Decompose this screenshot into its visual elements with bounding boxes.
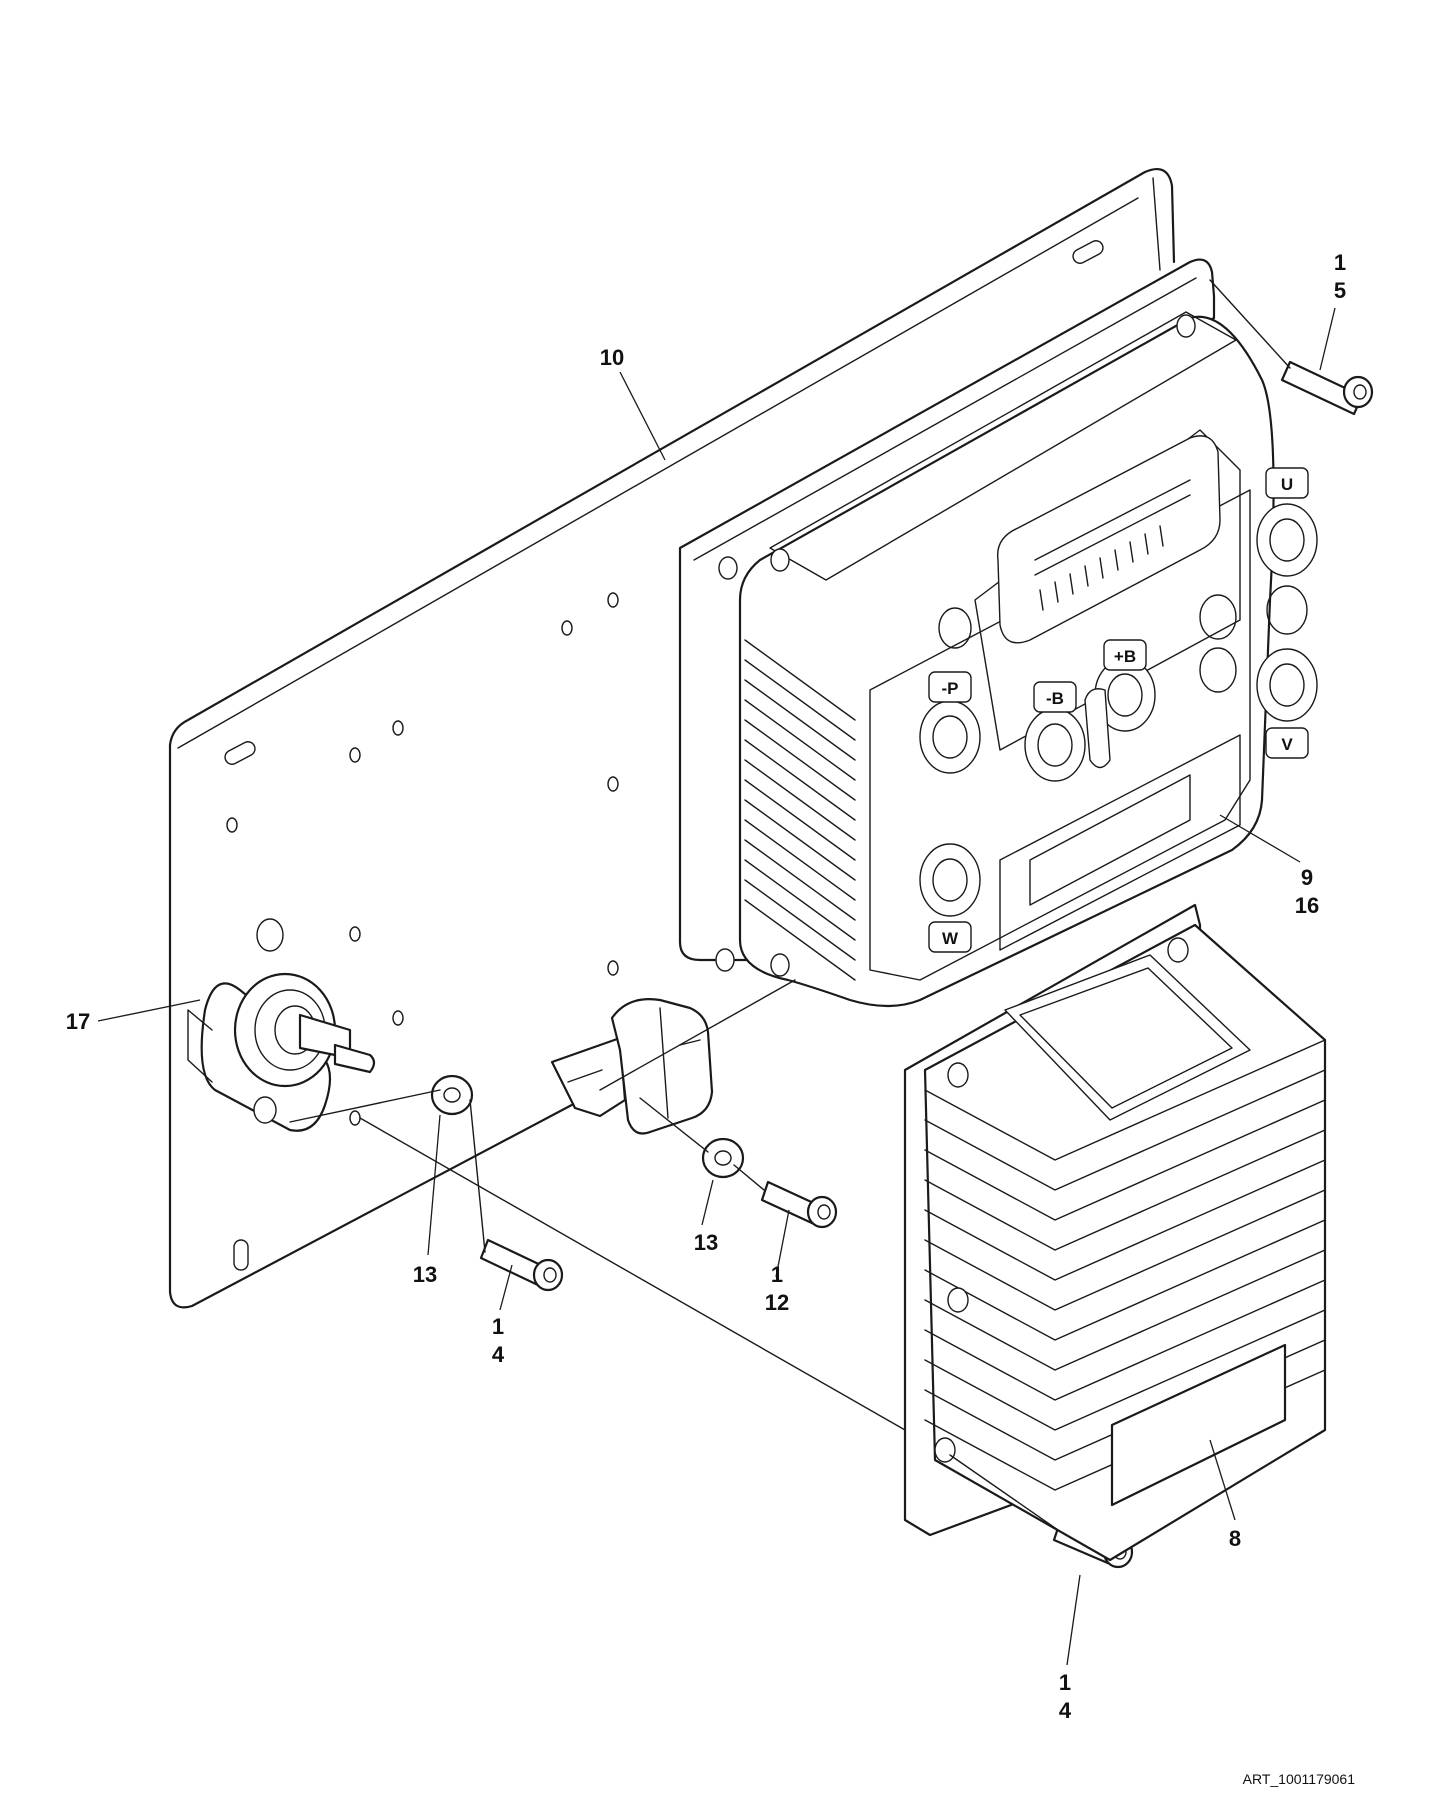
callout-13-right: 13 <box>694 1230 718 1255</box>
mounting-plate <box>168 168 1176 1309</box>
callout-1-4-right: 1 4 <box>1059 1670 1072 1723</box>
terminal-u-label: U <box>1281 475 1293 494</box>
washer-13-left <box>430 1074 474 1116</box>
signal-connector <box>996 435 1221 644</box>
accessory-heat-fins <box>924 1039 1326 1491</box>
terminal-b-minus: -B <box>1024 681 1086 782</box>
callout-1-12: 1 12 <box>765 1262 789 1315</box>
terminal-v-label: V <box>1281 735 1293 754</box>
leader-lines <box>97 307 1336 1666</box>
assembly-lines <box>289 279 1291 1531</box>
terminal-u: U <box>1256 467 1318 577</box>
callout-9-16-line1: 9 <box>1301 865 1313 890</box>
callout-10-line1: 10 <box>600 345 624 370</box>
callout-1-5: 1 5 <box>1334 250 1346 303</box>
callout-1-4-left-line2: 4 <box>492 1342 505 1367</box>
callout-1-12-line2: 12 <box>765 1290 789 1315</box>
art-id-label: ART_1001179061 <box>1243 1771 1356 1787</box>
screw-1-5 <box>1280 360 1374 416</box>
callout-8: 8 <box>1229 1526 1241 1551</box>
callout-17-line1: 17 <box>66 1009 90 1034</box>
terminal-p-minus: -P <box>919 671 981 774</box>
callout-1-4-left-line1: 1 <box>492 1314 504 1339</box>
terminal-b-plus-label: +B <box>1114 647 1136 666</box>
accessory-controller <box>903 903 1327 1562</box>
callout-13-left: 13 <box>413 1262 437 1287</box>
terminal-w: W <box>919 843 981 953</box>
terminal-b-minus-label: -B <box>1046 689 1064 708</box>
callout-1-12-line1: 1 <box>771 1262 783 1287</box>
terminal-v: V <box>1256 648 1318 759</box>
washer-13-right <box>701 1137 745 1179</box>
callout-1-5-line1: 1 <box>1334 250 1346 275</box>
callout-13-left-line1: 13 <box>413 1262 437 1287</box>
plate-holes <box>226 592 619 1126</box>
current-sensor <box>550 998 714 1135</box>
terminal-p-minus-label: -P <box>942 679 959 698</box>
screw-1-4-left <box>479 1238 564 1292</box>
callout-1-4-left: 1 4 <box>492 1314 505 1367</box>
main-contactor <box>187 918 376 1132</box>
callout-10: 10 <box>600 345 624 370</box>
terminal-w-label: W <box>942 929 959 948</box>
callout-1-4-right-line1: 1 <box>1059 1670 1071 1695</box>
callout-13-right-line1: 13 <box>694 1230 718 1255</box>
screw-1-12 <box>760 1180 838 1229</box>
callout-9-16: 9 16 <box>1295 865 1319 918</box>
callout-17: 17 <box>66 1009 90 1034</box>
callout-1-5-line2: 5 <box>1334 278 1346 303</box>
power-terminals: U V +B -B <box>919 467 1318 953</box>
controller-heat-fins <box>744 639 856 981</box>
callout-1-4-right-line2: 4 <box>1059 1698 1072 1723</box>
motor-controller: U V +B -B <box>678 258 1318 1008</box>
callout-9-16-line2: 16 <box>1295 893 1319 918</box>
callout-8-line1: 8 <box>1229 1526 1241 1551</box>
